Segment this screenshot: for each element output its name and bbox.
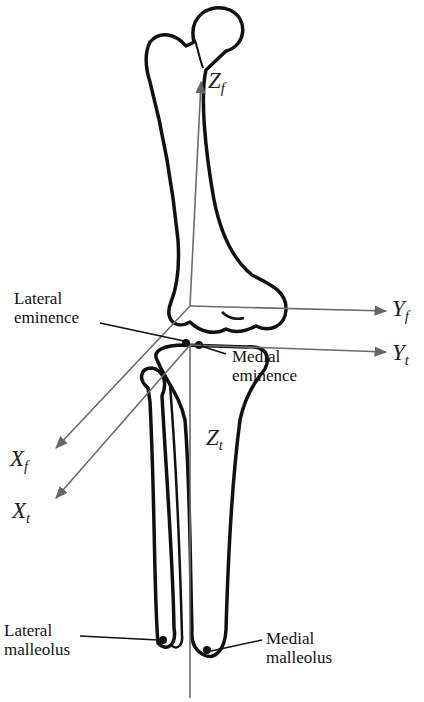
part-label: Lateral eminence: [14, 290, 102, 327]
fibula: [142, 368, 175, 647]
coordinate-axes: [56, 82, 386, 698]
axis-label: Xt: [12, 498, 30, 523]
tibia: [156, 339, 268, 656]
axis-label: Zf: [208, 68, 225, 93]
part-label: Lateral malleolus: [4, 622, 80, 659]
axis-label: Yf: [392, 296, 409, 321]
part-label: Medial eminence: [232, 348, 320, 385]
axis-label: Zt: [206, 425, 223, 450]
axis-label: Xf: [10, 446, 28, 471]
part-label: Medial malleolus: [266, 630, 348, 667]
femur: [146, 8, 286, 333]
axis-label: Yt: [392, 340, 409, 365]
